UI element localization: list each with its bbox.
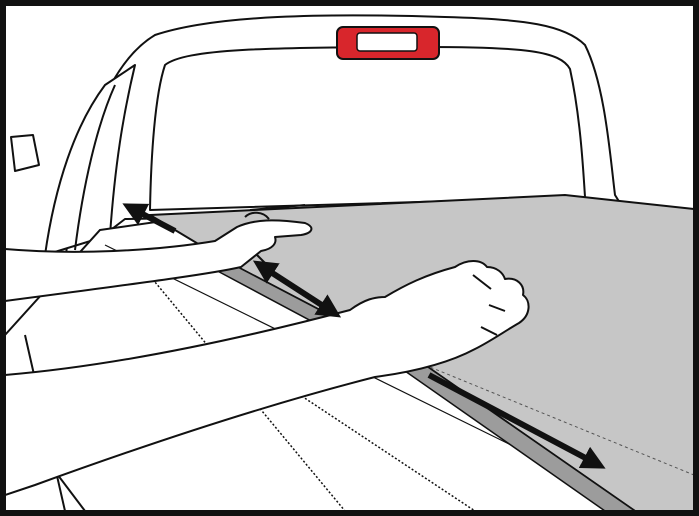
installation-illustration — [5, 5, 694, 511]
brake-light — [337, 27, 439, 59]
